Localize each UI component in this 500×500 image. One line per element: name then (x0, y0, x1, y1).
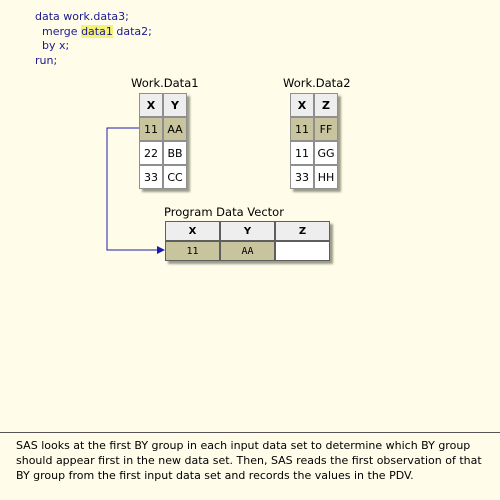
data1-cell: BB (163, 141, 187, 165)
data1-header-row: X Y (139, 93, 187, 117)
pdv-value-y: AA (220, 241, 275, 261)
code-line-3: by x; (35, 39, 70, 52)
pdv-value-z (275, 241, 330, 261)
data1-cell: 11 (139, 117, 163, 141)
data1-caption: Work.Data1 (131, 76, 199, 90)
data2-cell: 33 (290, 165, 314, 189)
data2-cell: GG (314, 141, 338, 165)
data1-cell: 33 (139, 165, 163, 189)
pdv-header-z: Z (275, 221, 330, 241)
data1-row-2: 22 BB (139, 141, 187, 165)
pdv-header-x: X (165, 221, 220, 241)
arrowhead-icon (157, 246, 165, 254)
pdv-caption: Program Data Vector (164, 205, 284, 219)
data1-cell: 22 (139, 141, 163, 165)
code-highlight-data1: data1 (81, 24, 113, 38)
sas-code-block: data work.data3; merge data1 data2; by x… (35, 10, 152, 68)
connector-line (106, 127, 158, 251)
data2-row-2: 11 GG (290, 141, 338, 165)
code-line-2-suffix: data2; (112, 24, 152, 38)
data2-row-1: 11 FF (290, 117, 338, 141)
pdv-value-row: 11 AA (165, 241, 330, 261)
data1-row-1: 11 AA (139, 117, 187, 141)
code-line-4: run; (35, 53, 58, 67)
pdv-table: X Y Z 11 AA (165, 221, 330, 261)
data2-cell: HH (314, 165, 338, 189)
data1-cell: AA (163, 117, 187, 141)
data1-header-x: X (139, 93, 163, 117)
data1-cell: CC (163, 165, 187, 189)
data2-cell: 11 (290, 141, 314, 165)
data2-cell: FF (314, 117, 338, 141)
data2-row-3: 33 HH (290, 165, 338, 189)
data2-header-z: Z (314, 93, 338, 117)
data1-header-y: Y (163, 93, 187, 117)
data1-table: X Y 11 AA 22 BB 33 CC (139, 93, 187, 189)
description-text: SAS looks at the first BY group in each … (16, 439, 482, 482)
data2-caption: Work.Data2 (283, 76, 351, 90)
pdv-header-y: Y (220, 221, 275, 241)
divider (0, 432, 500, 433)
data1-row-3: 33 CC (139, 165, 187, 189)
data2-header-x: X (290, 93, 314, 117)
data2-table: X Z 11 FF 11 GG 33 HH (290, 93, 338, 189)
code-line-1: data work.data3; (35, 10, 129, 23)
pdv-header-row: X Y Z (165, 221, 330, 241)
code-line-2-prefix: merge (35, 24, 82, 38)
pdv-value-x: 11 (165, 241, 220, 261)
data2-cell: 11 (290, 117, 314, 141)
data2-header-row: X Z (290, 93, 338, 117)
